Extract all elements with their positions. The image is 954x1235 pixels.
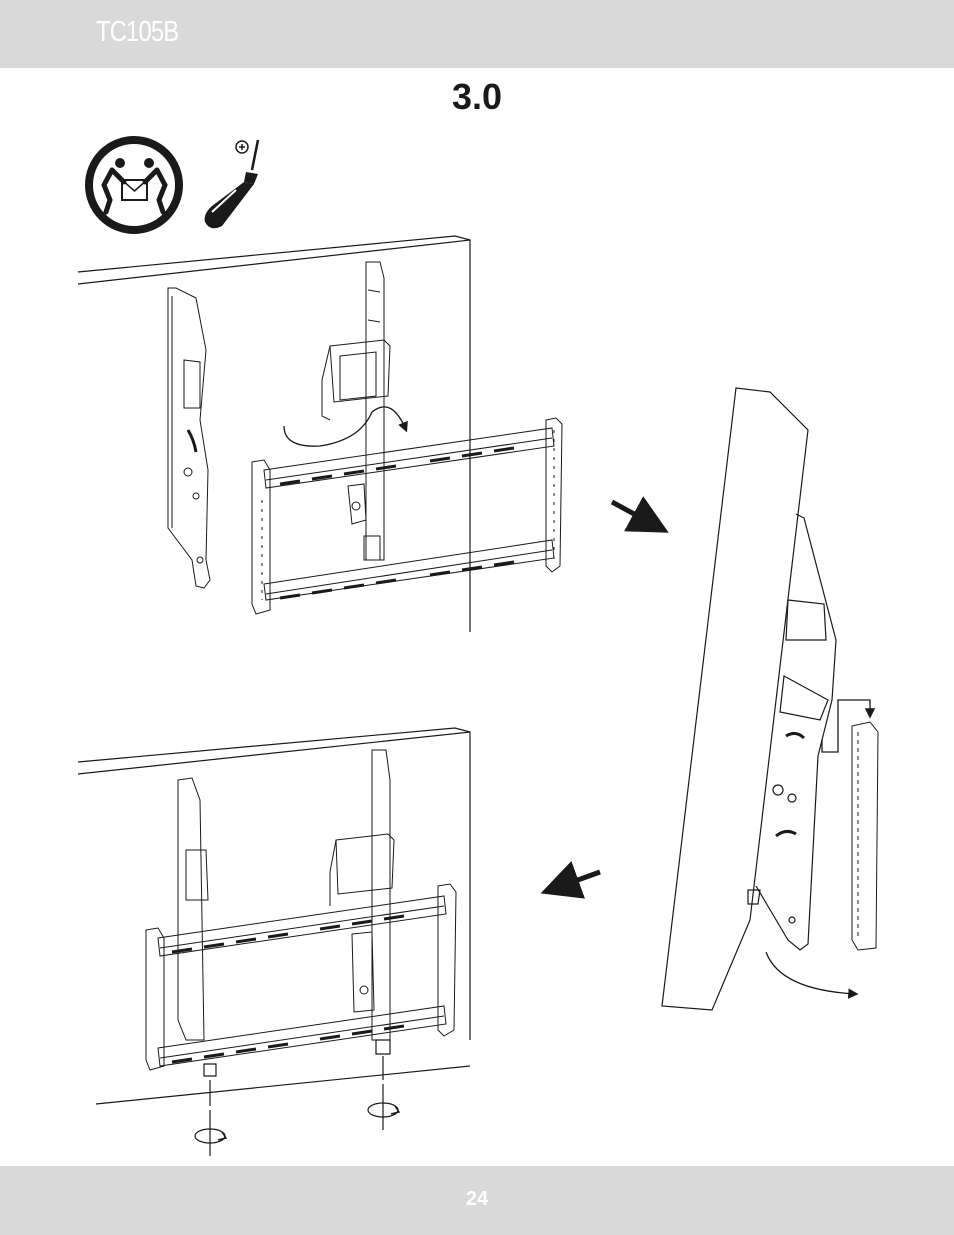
page-footer: 24 <box>0 1166 954 1235</box>
wall-top <box>78 236 470 632</box>
direction-arrow-left <box>550 872 600 890</box>
phillips-screwdriver-icon <box>205 140 258 228</box>
tv-bracket-frame-bottom <box>146 884 456 1070</box>
cable-route-arrow-side <box>822 700 870 752</box>
wall-plate-front <box>322 262 390 560</box>
tilt-arrow <box>766 952 856 994</box>
security-screws <box>195 1040 399 1156</box>
wall-plate-side-view <box>168 288 210 588</box>
direction-arrow-right <box>612 502 660 528</box>
two-person-lift-icon <box>89 140 179 230</box>
side-bracket-detail <box>852 722 878 950</box>
wall-plates-bottom <box>178 750 394 1040</box>
page-number: 24 <box>0 1188 954 1211</box>
tv-bracket-frame-top <box>252 418 562 614</box>
tv-side-view <box>662 388 836 1010</box>
cable-route-arrow <box>284 407 406 446</box>
